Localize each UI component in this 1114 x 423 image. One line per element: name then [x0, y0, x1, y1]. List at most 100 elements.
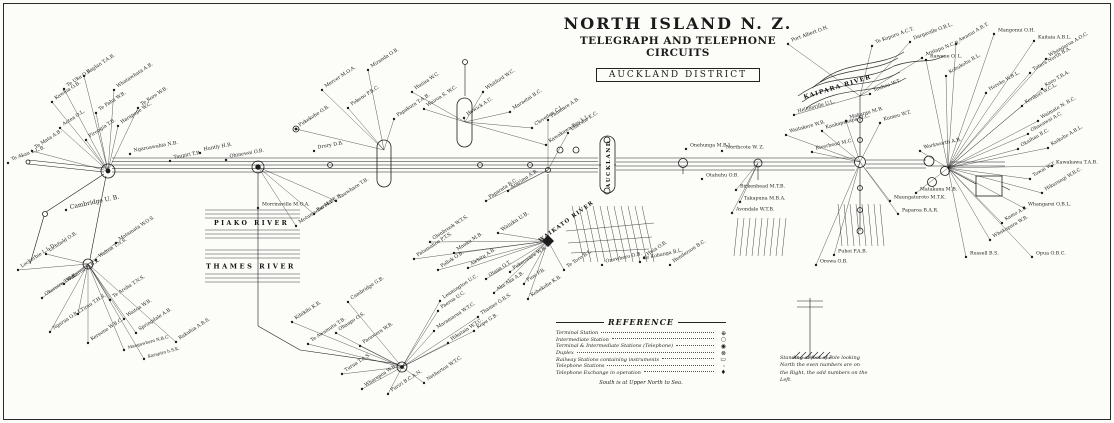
legend-item-label: Terminal & Intermediate Stations (Teleph…	[556, 343, 674, 350]
station-label: Ngarua O.B.L.	[52, 308, 85, 332]
station-label: Towai W.T.	[1032, 161, 1057, 179]
legend-item: Duplex⊗	[556, 350, 726, 357]
station-label: Kihikihi K.B.	[294, 300, 323, 322]
pole-note-line: Left.	[780, 376, 792, 383]
legend: REFERENCE Terminal Station⊕Intermediate …	[556, 317, 727, 387]
station-label: Waitakere W.B.	[789, 120, 826, 135]
legend-item: Terminal & Intermediate Stations (Teleph…	[556, 343, 726, 350]
river-label: KAIPARA RIVER	[802, 73, 873, 101]
station-label: Tauhoa W.T.	[872, 78, 902, 94]
legend-rule-right	[678, 321, 727, 323]
station-label: Te Toro B.L.	[566, 249, 594, 270]
station-label: Tirau T.H.S.	[80, 293, 108, 314]
station-label: Avondale W.T.B.	[736, 207, 775, 213]
station-label: Harapepe W.C.	[120, 101, 154, 126]
station-label: Kopu G.B.	[476, 312, 500, 331]
station-label: Te Pahu W.B.	[98, 91, 128, 113]
station-label: Huntly H.B.	[203, 142, 233, 153]
station-label: Russell B.S.	[970, 251, 999, 257]
station-label: Papakura T.A.B.	[396, 93, 432, 119]
legend-symbol-icon: ♦	[720, 369, 726, 377]
station-label: Morrinsville M.O.A.	[262, 202, 310, 208]
station-label: Pokeno P.B.C.	[350, 85, 381, 108]
title-district-box: AUCKLAND DISTRICT	[560, 62, 796, 82]
station-label: Waitoa W.B.	[126, 298, 154, 319]
station-label: Rukuhia A.B.S.	[178, 317, 212, 342]
pole-note-line: North the even numbers are on	[780, 362, 860, 369]
station-label: Te Kopuru A.C.T.	[874, 26, 915, 46]
station-label: Otahuhu O.B.	[706, 173, 739, 179]
legend-item: Telephone Exchange in operation♦	[556, 369, 726, 377]
station-label: Port Albert O.H.	[790, 25, 830, 44]
station-label: Drury D.B.	[317, 141, 344, 151]
station-label: Te Aroha T.N.S.	[112, 274, 147, 300]
station-label: Maungaturoto M.T.K.	[894, 195, 946, 201]
station-label: Dargaville O.B.L.	[912, 22, 954, 42]
legend-items: Terminal Station⊕Intermediate Station ○ Te…	[556, 330, 726, 377]
legend-item: Intermediate Station ○	[556, 336, 726, 344]
legend-symbol-icon: ⊕	[720, 329, 726, 337]
legend-leader-line	[643, 371, 714, 373]
legend-symbol-icon: ▭	[720, 356, 726, 364]
legend-item-label: Intermediate Station	[556, 336, 609, 343]
station-label: Waiuku U.B.	[500, 210, 531, 234]
river-band-lines	[205, 209, 300, 283]
kaipara-river-curves	[797, 51, 945, 109]
title-district: AUCKLAND DISTRICT	[595, 68, 761, 82]
legend-symbol-icon: ○	[720, 336, 726, 344]
station-label: Okoroire T.O.K.	[44, 272, 79, 298]
station-label: Pollok O.B.	[440, 250, 466, 270]
station-label: Miranda O.B.	[370, 47, 401, 70]
station-label: Pukekohe O.B.	[298, 104, 331, 129]
auckland-hub-label: AUCKLAND	[606, 140, 613, 188]
station-label: Orewa O.B.	[820, 259, 848, 265]
station-label: Onehunga M.B.L.	[690, 143, 733, 149]
station-label: Ohinewai O.B.	[229, 148, 265, 160]
station-markers	[6, 32, 1054, 396]
legend-rule-left	[556, 321, 604, 323]
station-label: Matakana M.B.	[920, 187, 958, 193]
legend-item: Telephone Stations◦	[556, 363, 726, 370]
station-label: Aka Aka A.B.	[496, 270, 526, 293]
station-label: Karapiro h.S.K.	[147, 345, 180, 359]
river-label: THAMES RIVER	[206, 262, 296, 271]
station-label: Cambridge U. B.	[69, 193, 120, 211]
station-label: Walton T.N.S.	[98, 237, 129, 260]
station-label: Mangonui O.H.	[998, 28, 1035, 34]
station-label: Birkenhead M.T.B.	[740, 184, 786, 190]
pole-note-line: Standing at foot of Pole looking	[780, 355, 860, 361]
legend-item: Terminal Station⊕	[556, 330, 726, 337]
station-label: Takapuna M.B.A.	[744, 196, 786, 202]
station-label: Netherton W.T.C.	[426, 355, 464, 383]
title-region: NORTH ISLAND N. Z.	[563, 14, 793, 33]
river-label: WAIKATO RIVER	[537, 199, 596, 244]
legend-leader-line	[676, 344, 714, 346]
station-label: Puni P.B.	[526, 267, 547, 284]
legend-item-label: Railway Stations containing instruments	[556, 356, 660, 363]
station-label: Kaitaia A.B.L.	[1038, 35, 1072, 41]
station-feeder-lines	[17, 33, 1053, 395]
station-label: Kumeu W.T.	[883, 110, 912, 123]
station-label: Maraetai B.C.	[512, 88, 544, 112]
legend-footer: South is at Upper North to Sea.	[599, 380, 683, 387]
river-hatch-lines	[565, 203, 885, 263]
station-label: Parawera W.B.	[362, 321, 395, 346]
station-label: Paparoa B.A.R.	[902, 208, 939, 214]
legend-item: Railway Stations containing instruments ▭	[556, 356, 726, 363]
legend-item-label: Telephone Stations	[556, 363, 605, 370]
legend-symbol-icon: ◉	[720, 342, 726, 350]
station-label: Awhitu A.B.	[470, 247, 497, 268]
map-title-block: NORTH ISLAND N. Z. TELEGRAPH AND TELEPHO…	[560, 14, 796, 82]
station-label: Hikurangi W.B.C.	[1044, 167, 1083, 193]
river-label: PIAKO RIVER	[214, 219, 290, 227]
station-label: Warkworth A.B.	[923, 137, 962, 151]
legend-leader-line	[662, 358, 714, 360]
station-label: Cambridge G.B.	[350, 276, 386, 302]
station-label: Otaua O.T.	[488, 260, 513, 279]
station-label: Whatawhata A.B.	[116, 62, 155, 90]
station-label: Onewhero O.B.	[605, 252, 643, 265]
station-label: Taupiri T.B.	[173, 150, 202, 161]
station-label: Kerikeri W.C.L.	[1024, 82, 1059, 106]
station-label: Whitford W.C.	[485, 68, 517, 92]
